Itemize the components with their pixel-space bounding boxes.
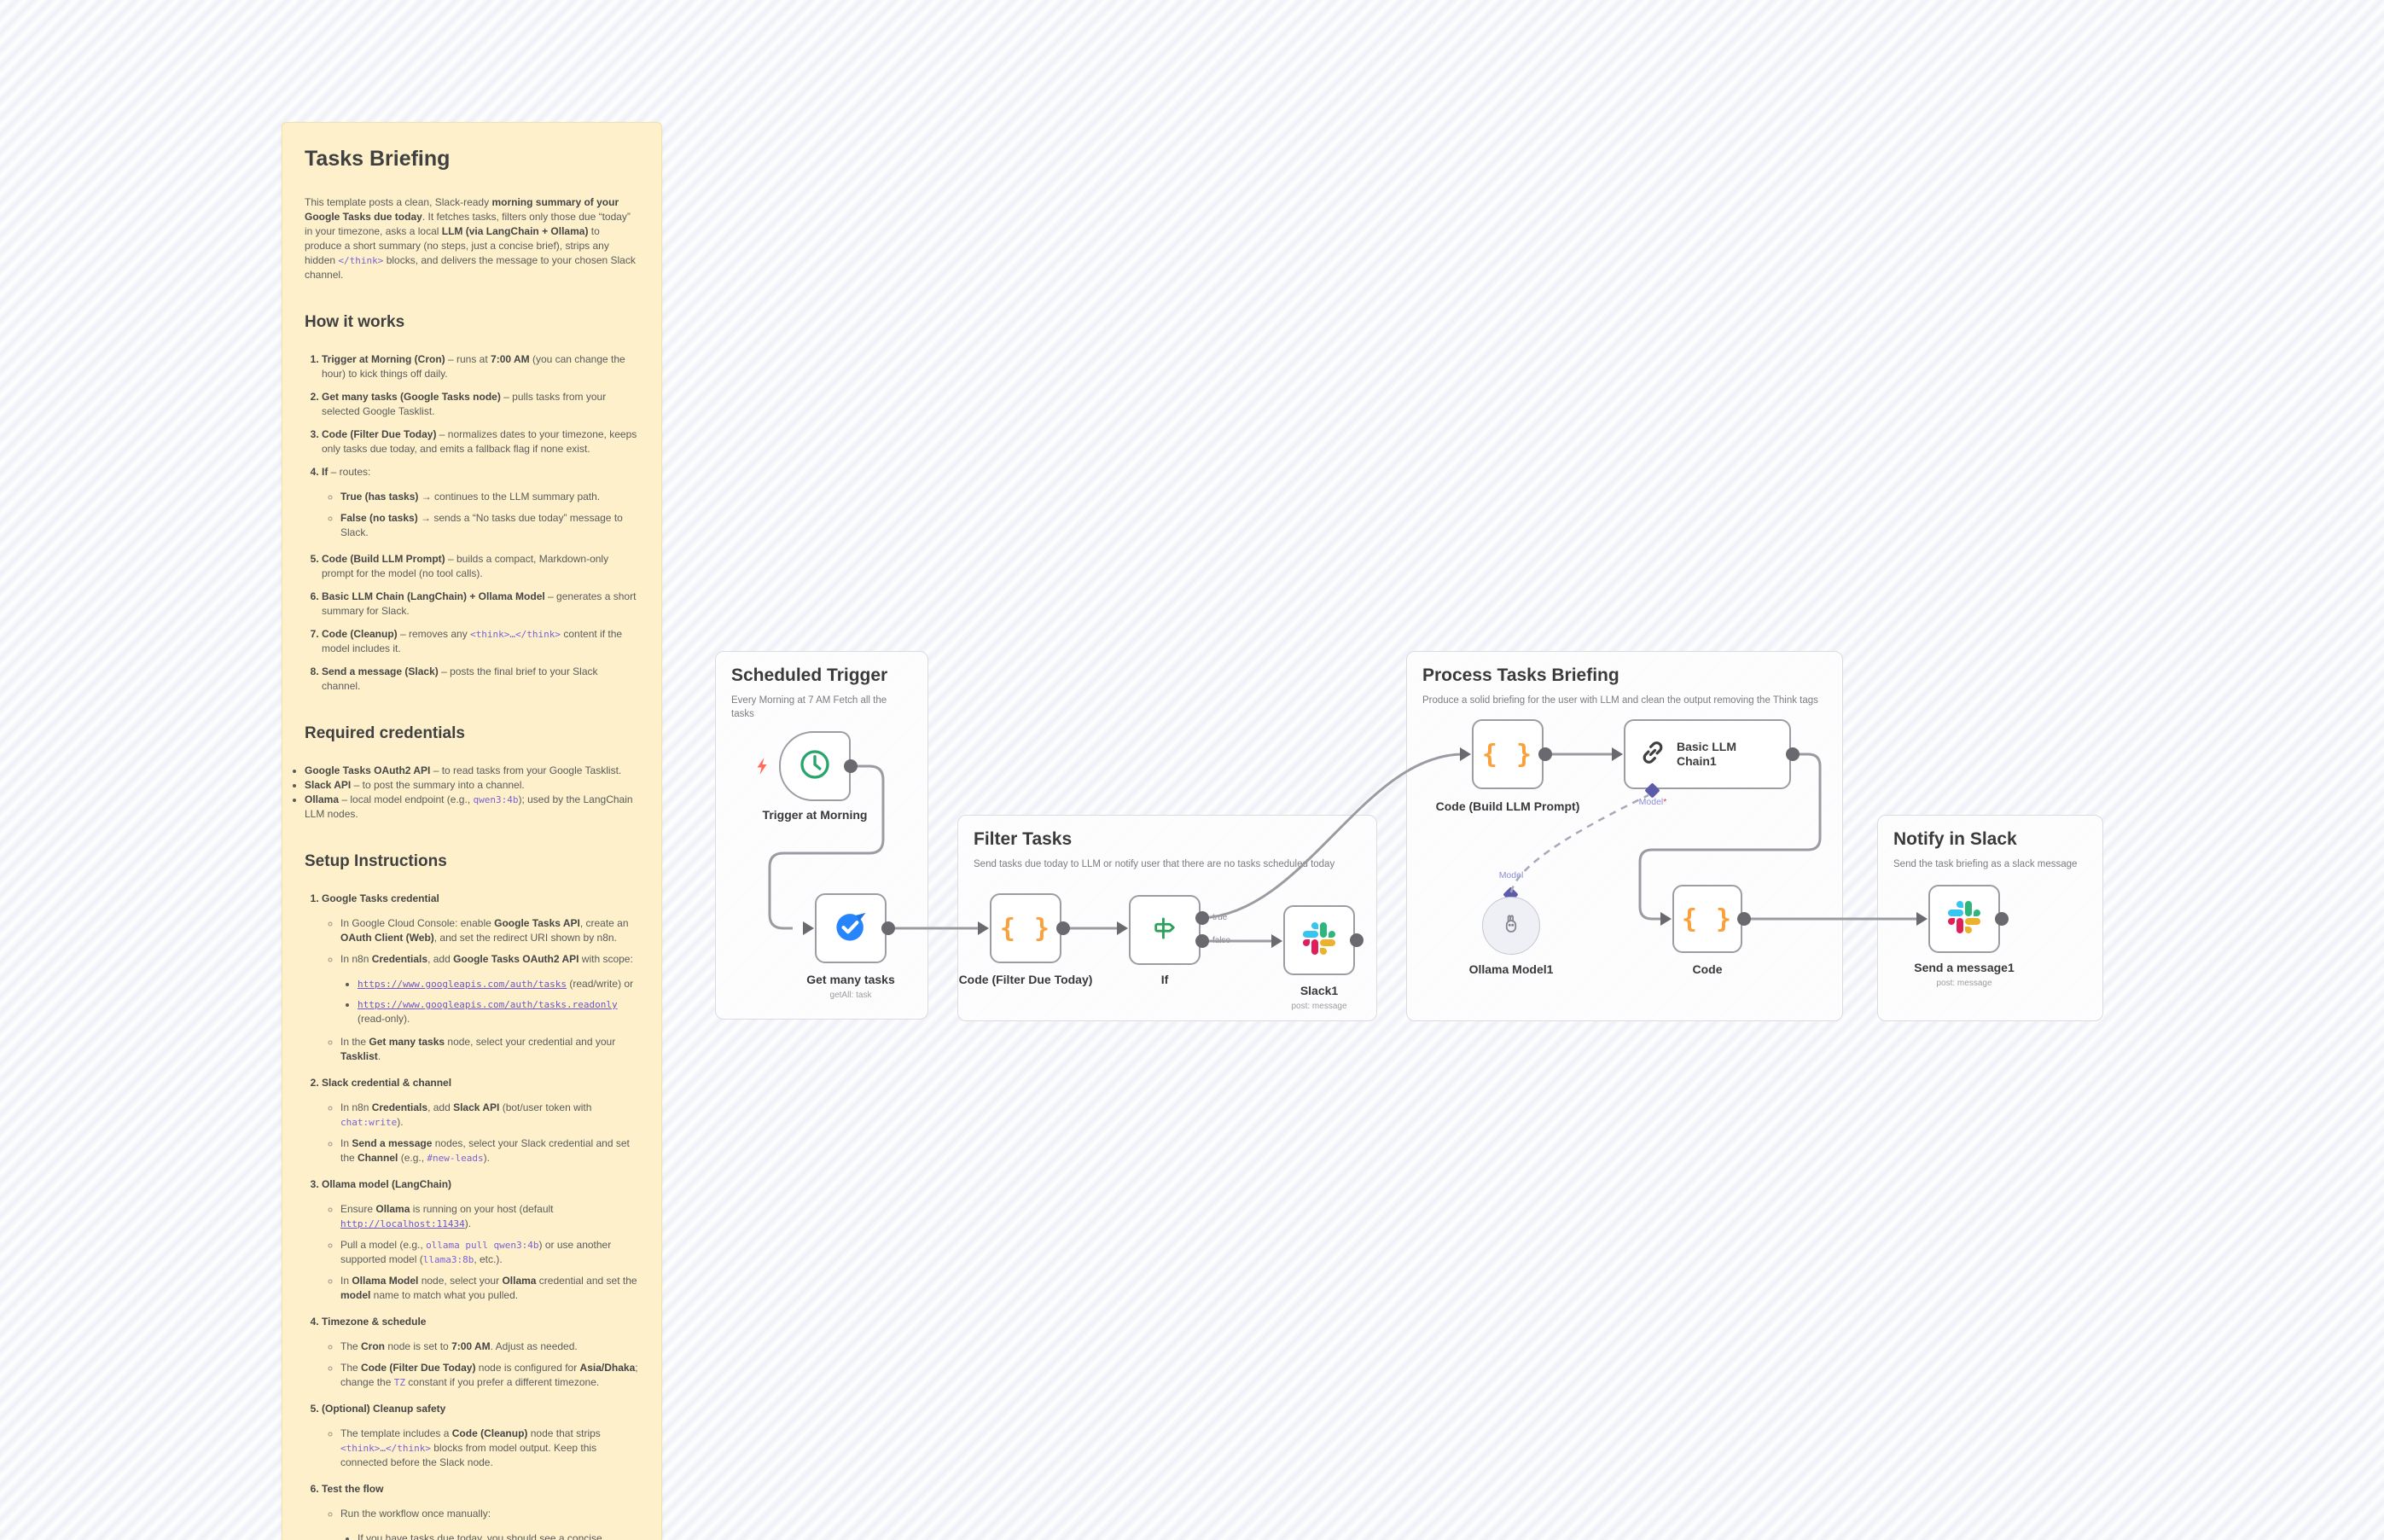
node-label: Ollama Model1 <box>1468 962 1554 976</box>
node-label: If <box>1160 973 1169 986</box>
lightning-bolt-icon <box>753 756 773 781</box>
node-label: Basic LLM Chain1 <box>1677 740 1737 768</box>
group-subtitle: Send the task briefing as a slack messag… <box>1893 859 2078 869</box>
node-if[interactable] <box>1129 895 1201 965</box>
node-label: Code <box>1692 962 1723 976</box>
node-sublabel: post: message <box>1291 1002 1347 1011</box>
model-port-label: Model* <box>1638 797 1667 807</box>
node-label: Trigger at Morning <box>762 808 868 822</box>
group-title: Scheduled Trigger <box>731 665 888 685</box>
node-code-build-llm-prompt[interactable]: { } <box>1472 719 1544 789</box>
output-label-false: false <box>1212 936 1231 945</box>
code-icon: { } <box>999 913 1052 944</box>
node-code-cleanup[interactable]: { } <box>1672 885 1742 953</box>
node-label: Code (Build LLM Prompt) <box>1435 799 1580 813</box>
group-subtitle: Send tasks due today to LLM or notify us… <box>974 859 1335 869</box>
node-label: Code (Filter Due Today) <box>958 973 1093 986</box>
code-icon: { } <box>1681 904 1734 934</box>
group-title: Filter Tasks <box>974 829 1073 849</box>
if-branch-icon <box>1148 912 1181 949</box>
llama-icon <box>1498 911 1524 941</box>
group-subtitle: Produce a solid briefing for the user wi… <box>1422 695 1818 706</box>
group-title: Notify in Slack <box>1893 829 2017 849</box>
google-tasks-icon <box>833 909 869 949</box>
clock-icon <box>798 747 832 786</box>
slack-icon <box>1948 900 1980 938</box>
node-trigger-at-morning[interactable] <box>779 731 851 801</box>
group-scheduled-trigger[interactable]: Scheduled Trigger Every Morning at 7 AM … <box>715 651 928 1020</box>
node-slack1[interactable] <box>1283 905 1355 975</box>
node-ollama-model[interactable] <box>1482 897 1540 955</box>
node-sublabel: post: message <box>1936 979 1992 988</box>
model-port-label: Model <box>1498 870 1524 880</box>
node-label: Send a message1 <box>1914 961 2015 974</box>
node-sublabel: getAll: task <box>829 991 872 1000</box>
node-label: Slack1 <box>1300 984 1339 997</box>
node-code-filter-due-today[interactable]: { } <box>990 893 1061 963</box>
node-label: Get many tasks <box>806 973 895 986</box>
node-basic-llm-chain[interactable]: Basic LLM Chain1 <box>1624 719 1791 789</box>
group-subtitle: Every Morning at 7 AM Fetch all the task… <box>731 695 887 719</box>
slack-icon <box>1303 921 1335 959</box>
chain-link-icon <box>1637 737 1668 772</box>
output-label-true: true <box>1212 913 1228 922</box>
node-get-many-tasks[interactable] <box>815 893 887 963</box>
group-title: Process Tasks Briefing <box>1422 665 1619 685</box>
node-send-a-message[interactable] <box>1928 885 2000 953</box>
code-icon: { } <box>1481 739 1534 770</box>
